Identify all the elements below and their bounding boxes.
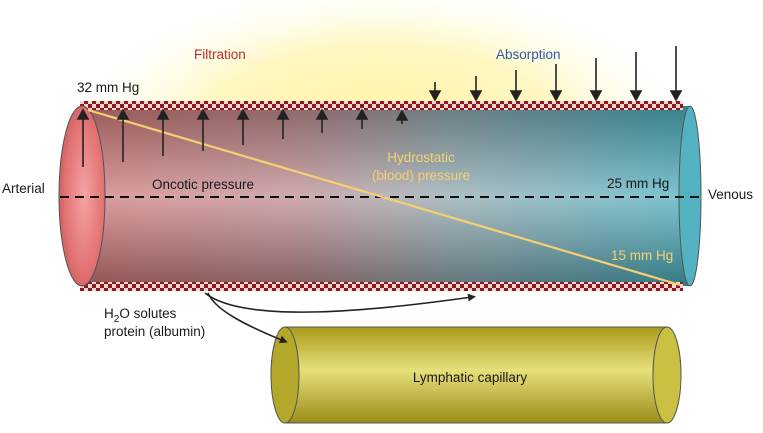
filtration-label: Filtration [194, 47, 246, 62]
oncotic-pressure-label: Oncotic pressure [152, 177, 254, 192]
absorption-label: Absorption [496, 47, 561, 62]
protein-albumin-label: protein (albumin) [104, 324, 205, 339]
lymphatic-capillary-label: Lymphatic capillary [413, 370, 528, 385]
hydrostatic-label-line2: (blood) pressure [372, 168, 470, 183]
capillary-wall-bottom [80, 282, 683, 291]
lymph-flow-arrow [207, 292, 288, 344]
reabsorption-flow-arrow [204, 292, 476, 313]
arterial-pressure-label: 32 mm Hg [77, 80, 139, 95]
venous-label: Venous [708, 187, 753, 202]
h2o-solutes-label: H2O solutes [104, 306, 177, 325]
arrow-up-icon [76, 108, 409, 167]
hydrostatic-label-line1: Hydrostatic [387, 150, 455, 165]
arterial-label: Arterial [2, 181, 45, 196]
hydrostatic-pressure-line [87, 108, 681, 287]
oncotic-value-label: 25 mm Hg [607, 176, 669, 191]
arrow-down-icon [428, 46, 683, 102]
venous-hydrostatic-label: 15 mm Hg [611, 248, 673, 263]
capillary-wall-top [80, 101, 683, 110]
lymphatic-capillary [270, 326, 682, 424]
